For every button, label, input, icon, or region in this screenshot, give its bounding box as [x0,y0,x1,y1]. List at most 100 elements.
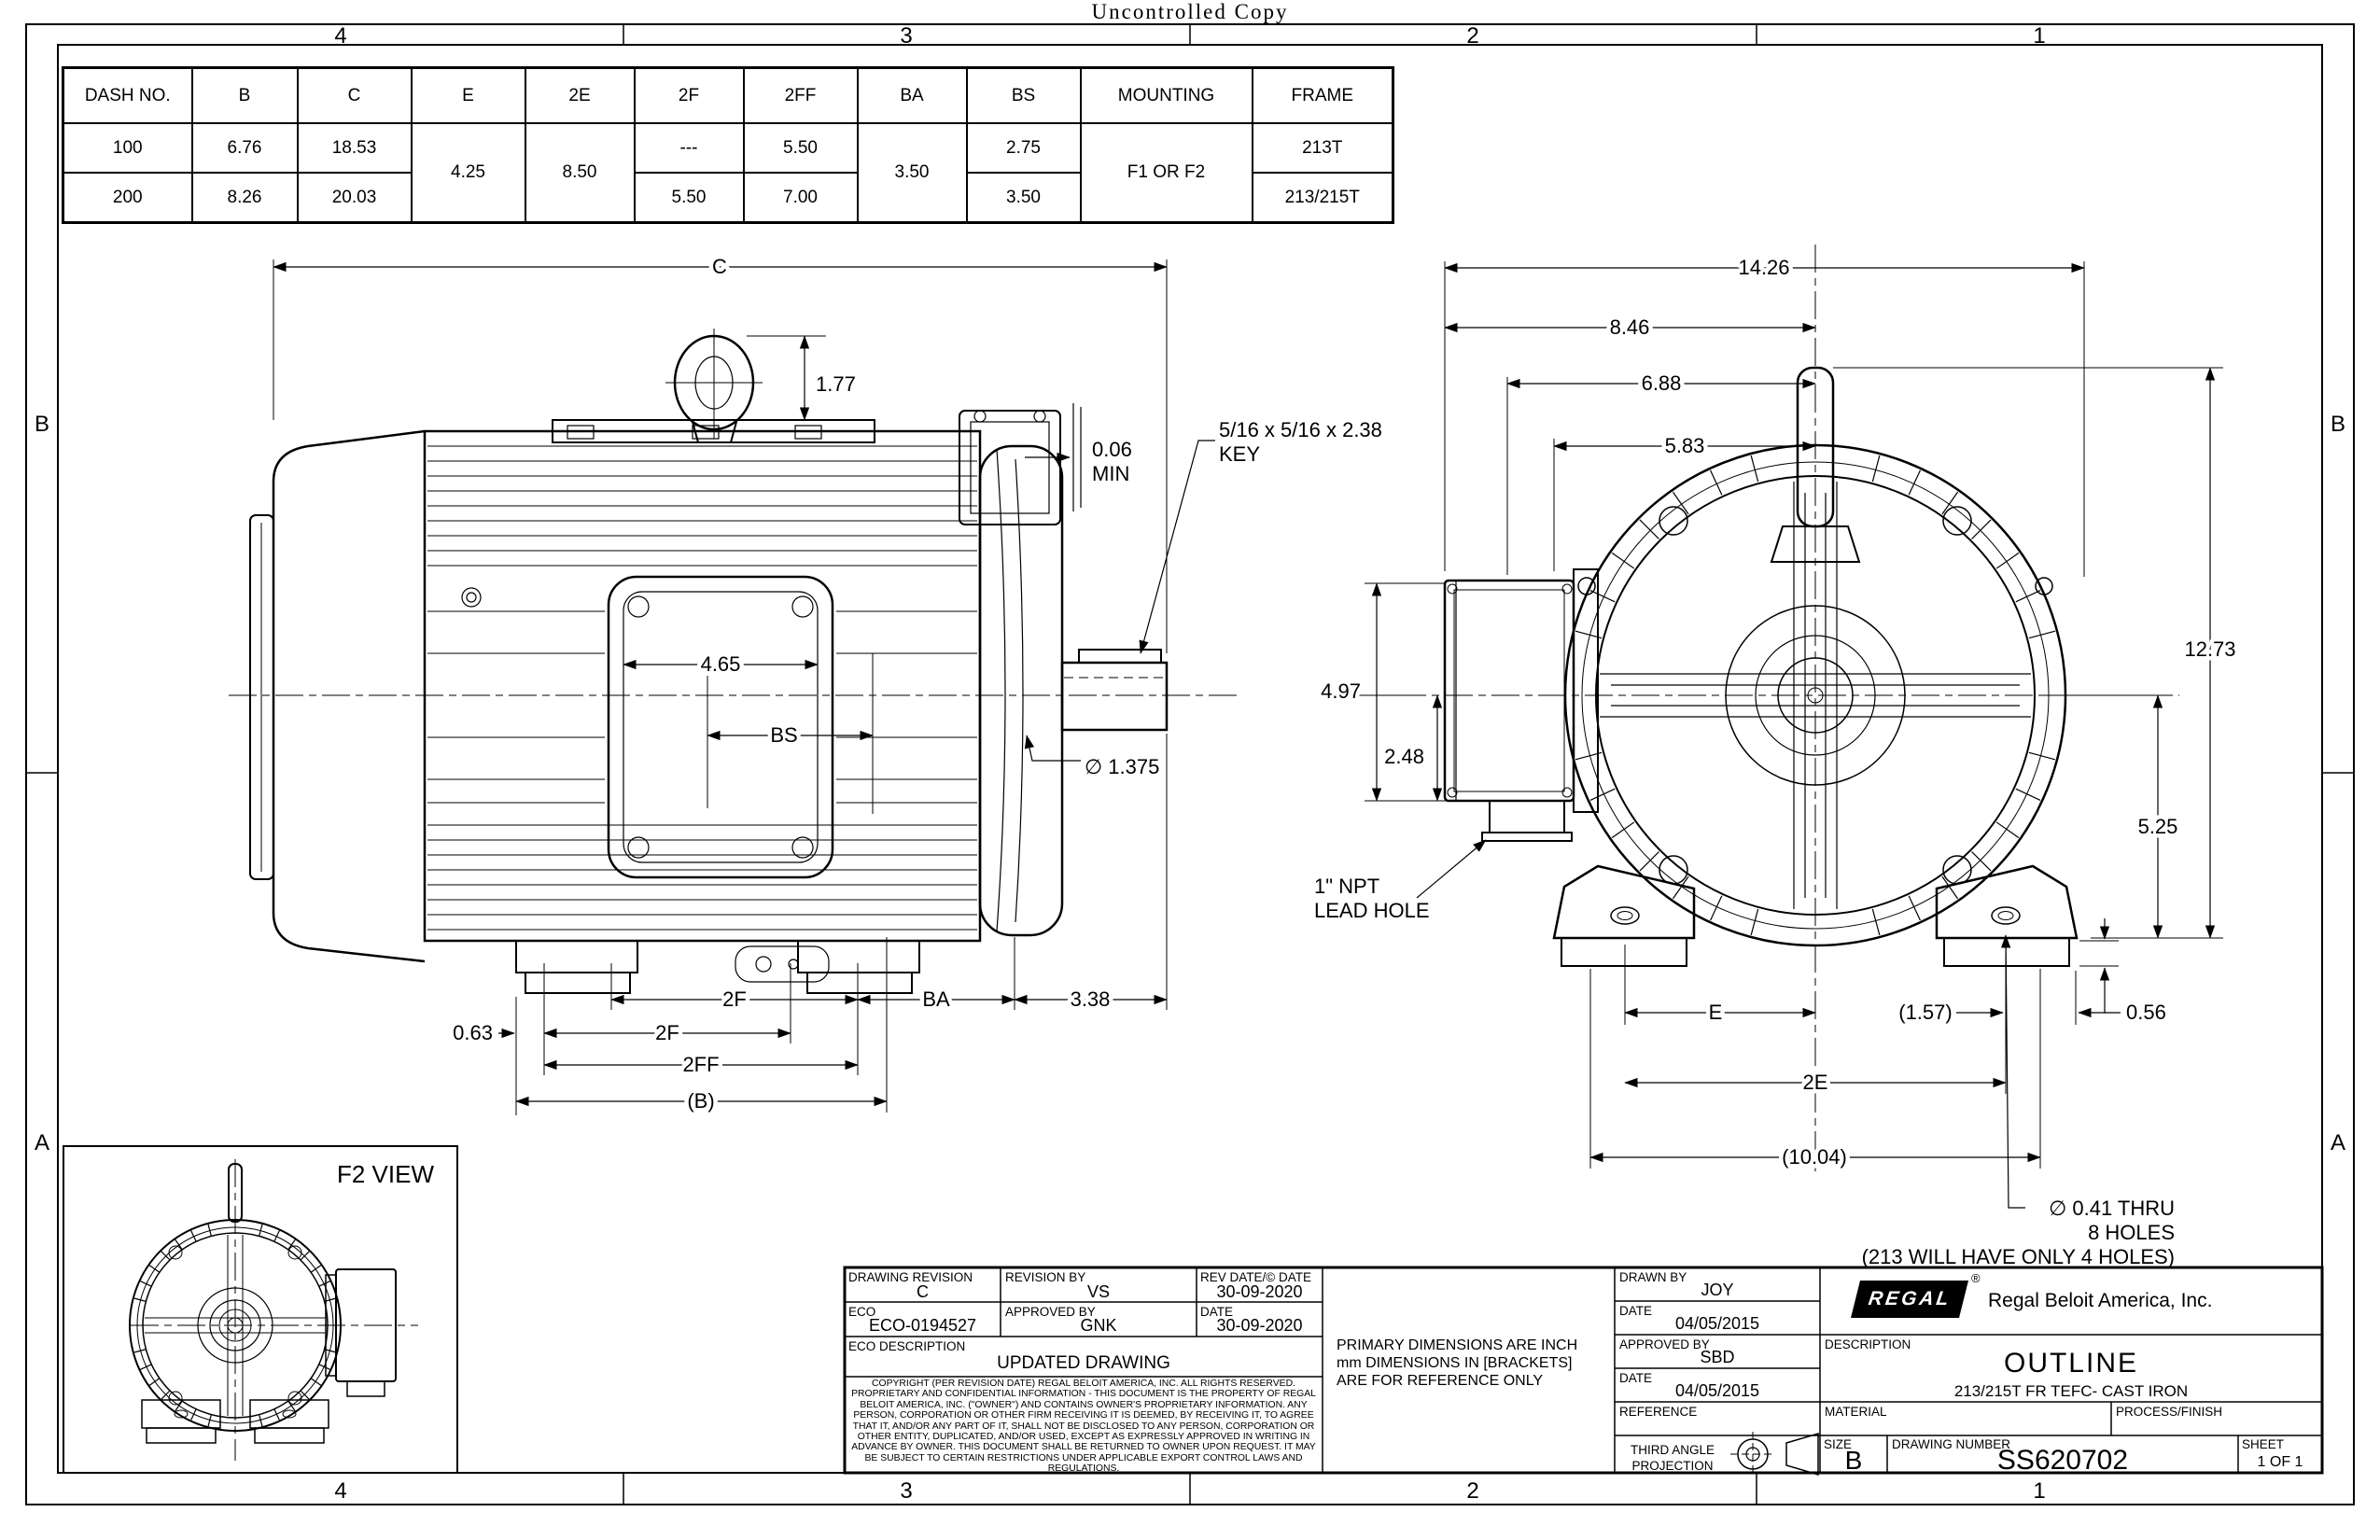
dim-1004: (10.04) [1782,1145,1847,1169]
dim-total-height: 12.73 [2184,637,2235,661]
dim-bs: BS [770,723,797,747]
dim-total-width: 14.26 [1738,256,1789,279]
motor-end-view: 14.26 8.46 6.88 5.83 12.73 5.25 0.56 4.9… [1310,245,2240,1273]
reference-label: REFERENCE [1619,1405,1698,1419]
drawn-by-value: JOY [1701,1281,1734,1299]
motor-body [423,429,982,943]
zone-label: B [2331,412,2345,437]
table-header-cell: BS [965,66,1082,124]
drawing-number-label: DRAWING NUMBER [1892,1437,2010,1451]
dim-foot-offset: 0.63 [453,1021,493,1044]
date-label: DATE [1200,1305,1234,1319]
drawing-revision-value: C [917,1282,929,1301]
units-note-line: mm DIMENSIONS IN [BRACKETS] [1337,1355,1573,1371]
dim-eye-height: 1.77 [816,372,856,396]
zone-label: 3 [900,1478,912,1504]
dim-525: 5.25 [2138,815,2178,838]
conduit-face [607,575,834,879]
key-note: 5/16 x 5/16 x 2.38 [1219,418,1382,441]
drawn-date-value: 04/05/2015 [1674,1314,1760,1333]
table-cell: F1 OR F2 [1079,122,1253,224]
table-cell: 8.26 [190,172,299,224]
zone-label: 1 [2033,23,2045,49]
uncontrolled-copy-watermark: Uncontrolled Copy [1091,0,1289,23]
conduit-box [1443,568,1599,842]
table-header-cell: MOUNTING [1079,66,1253,124]
process-finish-label: PROCESS/FINISH [2116,1405,2223,1419]
table-cell: 213/215T [1251,172,1394,224]
date-value: 30-09-2020 [1216,1316,1303,1335]
f2-view-label: F2 VIEW [337,1160,434,1188]
zone-label: B [35,412,49,437]
table-cell: 3.50 [856,122,968,224]
revision-by-label: REVISION BY [1005,1270,1086,1284]
approved-by-value: GNK [1080,1316,1117,1335]
material-label: MATERIAL [1825,1405,1887,1419]
npt-note: 1" NPT [1314,875,1379,898]
size-value: B [1844,1446,1863,1475]
approved-by2-value: SBD [1700,1348,1735,1366]
holes-note: ∅ 0.41 THRU [2049,1197,2175,1220]
zone-label: 3 [900,23,912,49]
table-cell: 7.00 [742,172,859,224]
drawn-date-label: DATE [1619,1304,1653,1318]
drawing-revision-label: DRAWING REVISION [848,1270,973,1284]
third-angle-projection-icon [1730,1432,1819,1477]
rev-date-label: REV DATE/© DATE [1200,1270,1311,1284]
dim-pad-height: 0.56 [2126,1001,2166,1024]
dim-2e: 2E [1803,1071,1828,1094]
table-cell: --- [633,122,745,174]
table-header-cell: DASH NO. [62,66,193,124]
registered-mark-icon: ® [1971,1271,1981,1285]
table-cell: 100 [62,122,193,174]
zone-label: 4 [334,23,346,49]
approved-date-label: DATE [1619,1371,1653,1385]
regal-logo-text: REGAL [1867,1288,1953,1309]
table-header-cell: FRAME [1251,66,1394,124]
units-note-line: PRIMARY DIMENSIONS ARE INCH [1337,1337,1578,1353]
eco-value: ECO-0194527 [868,1316,977,1335]
eco-description-value: UPDATED DRAWING [997,1353,1170,1373]
dim-face-width: 4.65 [701,652,741,676]
table-header-cell: BA [856,66,968,124]
conduit-box-side [959,410,1061,525]
eco-description-label: ECO DESCRIPTION [848,1339,966,1353]
holes-note: 8 HOLES [2088,1221,2175,1244]
table-header-cell: E [410,66,526,124]
zone-label: 4 [334,1478,346,1504]
dim-box-height: 4.97 [1321,679,1361,703]
copyright-text: COPYRIGHT (PER REVISION DATE) REGAL BELO… [851,1379,1316,1475]
regal-logo: REGAL [1851,1281,1968,1318]
table-cell: 8.50 [524,122,636,224]
table-header-cell: 2F [633,66,745,124]
projection-label: THIRD ANGLE PROJECTION [1620,1442,1725,1474]
description-title: OUTLINE [2003,1348,2139,1379]
table-header-cell: 2FF [742,66,859,124]
table-header-cell: B [190,66,299,124]
npt-note: LEAD HOLE [1314,899,1430,922]
dim-157: (1.57) [1898,1001,1952,1024]
holes-note: (213 WILL HAVE ONLY 4 HOLES) [1862,1245,2175,1268]
lead-hole-pipe [1489,800,1565,833]
cooling-fins [1575,455,2056,936]
fan-cover [272,429,426,963]
f2-view: F2 VIEW [63,1145,458,1474]
table-cell: 5.50 [633,172,745,224]
shaft [1060,649,1169,732]
units-note-line: ARE FOR REFERENCE ONLY [1337,1373,1544,1389]
dim-2ff: 2FF [682,1053,719,1076]
zone-label: A [2331,1130,2345,1155]
dim-gap: 0.06 [1092,438,1132,461]
dim-gap-min: MIN [1092,462,1129,485]
table-cell: 200 [62,172,193,224]
dim-box-center: 2.48 [1384,745,1424,768]
size-label: SIZE [1824,1437,1853,1451]
approved-date-value: 04/05/2015 [1674,1381,1760,1400]
table-cell: 213T [1251,122,1394,174]
zone-label: 1 [2033,1478,2045,1504]
table-cell: 2.75 [965,122,1082,174]
dim-2f-bot: 2F [655,1021,679,1044]
dim-c: C [712,255,727,278]
